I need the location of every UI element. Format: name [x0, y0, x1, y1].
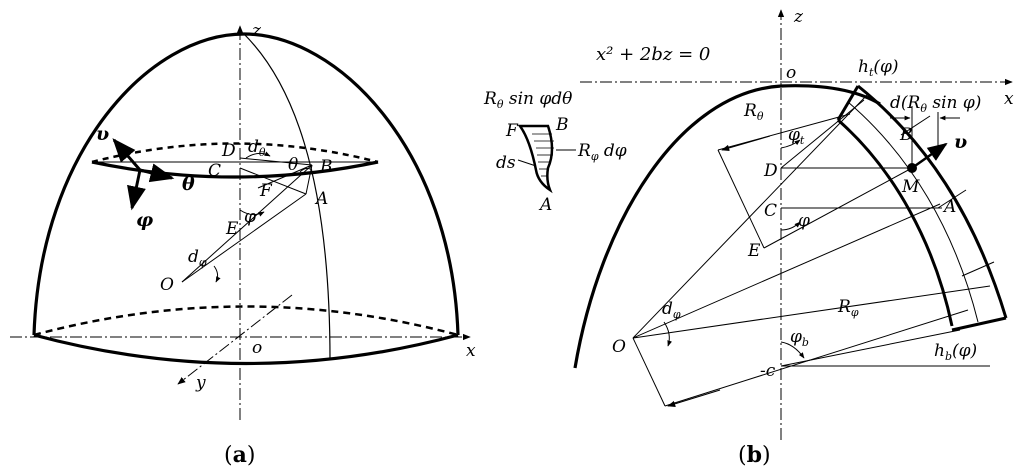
label-O-a: O	[160, 275, 174, 295]
label-A-b: A	[942, 197, 956, 217]
R-theta-dim	[717, 113, 851, 151]
label-E-a: E	[225, 219, 239, 239]
inset-ds-leader	[517, 159, 537, 167]
label-C-b: C	[764, 201, 777, 221]
label-phi-b: φ	[798, 211, 810, 231]
panel-b: x² + 2bz = 0	[573, 7, 1014, 468]
element-inset: Rθ sin φdθ Rφ dφ F B ds A	[483, 89, 627, 215]
label-y-a: y	[195, 373, 206, 393]
y-axis-a	[177, 294, 293, 385]
d-theta-arc	[245, 151, 271, 159]
caption-b: (b)	[738, 442, 771, 468]
line-D-B	[239, 157, 313, 166]
R-theta-dim-arrow	[721, 135, 771, 152]
label-phi-angle: φ	[244, 207, 256, 227]
label-A-a: A	[314, 189, 328, 209]
shell-top-cap	[836, 85, 860, 121]
dome-outline	[32, 32, 460, 336]
inset-ds: ds	[496, 153, 516, 173]
d-phi-arc-b	[663, 321, 672, 347]
label-upsilon-a: υ	[96, 123, 109, 145]
upsilon-arrow-b	[911, 142, 948, 170]
inset-R-phi-dphi: Rφ dφ	[577, 141, 627, 163]
shell-inner-edge	[837, 118, 954, 327]
label-x-a: x	[466, 341, 476, 361]
label-D-a: D	[221, 141, 236, 161]
label-o-b: o	[786, 63, 796, 83]
label-h-t: ht(φ)	[858, 57, 899, 79]
R-phi-dim-arrow	[667, 389, 721, 407]
label-C-a: C	[208, 161, 221, 181]
line-D-top	[780, 99, 865, 169]
label-d-theta: dθ	[248, 137, 266, 159]
O-extension	[632, 337, 666, 407]
label-d-R-sin: d(Rθ sin φ)	[890, 93, 981, 115]
upsilon-arrow	[112, 138, 142, 171]
label-z-a: z	[251, 21, 262, 41]
line-O-B	[181, 164, 313, 283]
inset-element-shape	[517, 124, 554, 194]
shell-bottom-cap	[951, 316, 1007, 332]
inset-A: A	[538, 195, 552, 215]
label-minus-c: -c	[760, 361, 776, 381]
label-d-phi-a: dφ	[188, 247, 207, 269]
label-R-theta: Rθ	[743, 101, 764, 123]
label-phi-bottom: φb	[790, 327, 809, 349]
panel-a: z x y o O D C B A E F θ θ φ φ υ dθ dφ (a…	[10, 21, 476, 468]
phi-b-arc	[780, 341, 805, 359]
label-theta-angle: θ	[288, 155, 298, 175]
E-extension	[717, 149, 765, 249]
d-phi-arc	[213, 265, 221, 283]
label-upsilon-b: υ	[954, 131, 967, 153]
label-h-b: hb(φ)	[934, 341, 977, 363]
shell-section-2	[937, 189, 967, 209]
line-O-A-b	[632, 203, 941, 339]
label-B-a: B	[319, 157, 333, 177]
caption-a: (a)	[224, 442, 255, 468]
label-o-a: o	[252, 338, 262, 358]
phi-angle-arc	[239, 209, 265, 217]
parallel-circle-front	[91, 160, 379, 179]
shell-middle-line	[847, 101, 979, 323]
line-C-A	[239, 167, 307, 195]
label-O-b: O	[612, 337, 626, 357]
line-O-t-top	[632, 93, 869, 339]
theta-arrow	[139, 163, 175, 183]
label-phi-t: φt	[788, 125, 805, 147]
label-d-phi-b: dφ	[662, 299, 681, 321]
label-B-b: B	[899, 125, 913, 145]
inset-R-theta-sin: Rθ sin φdθ	[483, 89, 572, 111]
line-O-bottom	[632, 285, 991, 339]
label-E-b: E	[747, 241, 761, 261]
meridian-line	[243, 33, 331, 361]
base-ellipse-back	[33, 305, 459, 337]
phi-arc-b	[780, 221, 801, 231]
R-phi-dim	[664, 309, 969, 407]
shell-section-3	[961, 261, 995, 277]
shell-outer-edge	[857, 84, 1008, 319]
label-phi-axis: φ	[136, 209, 153, 231]
label-z-b: z	[793, 7, 804, 27]
base-ellipse-front	[33, 333, 459, 366]
label-F-a: F	[259, 181, 273, 201]
parabola-middle-surface	[573, 84, 881, 369]
inset-B: B	[555, 115, 569, 135]
line-F-B	[257, 164, 313, 189]
label-x-b: x	[1004, 89, 1014, 109]
phi-t-arc	[780, 139, 801, 149]
shell-section-1	[900, 115, 931, 136]
label-theta-axis: θ	[182, 173, 195, 195]
label-D-b: D	[763, 161, 778, 181]
inset-F: F	[505, 121, 519, 141]
label-R-phi: Rφ	[837, 297, 859, 319]
line-O-A	[181, 193, 307, 283]
equation-b: x² + 2bz = 0	[596, 44, 710, 65]
phi-arrow	[127, 169, 146, 211]
theta-angle-arc	[299, 167, 313, 173]
label-M-b: M	[901, 177, 920, 197]
